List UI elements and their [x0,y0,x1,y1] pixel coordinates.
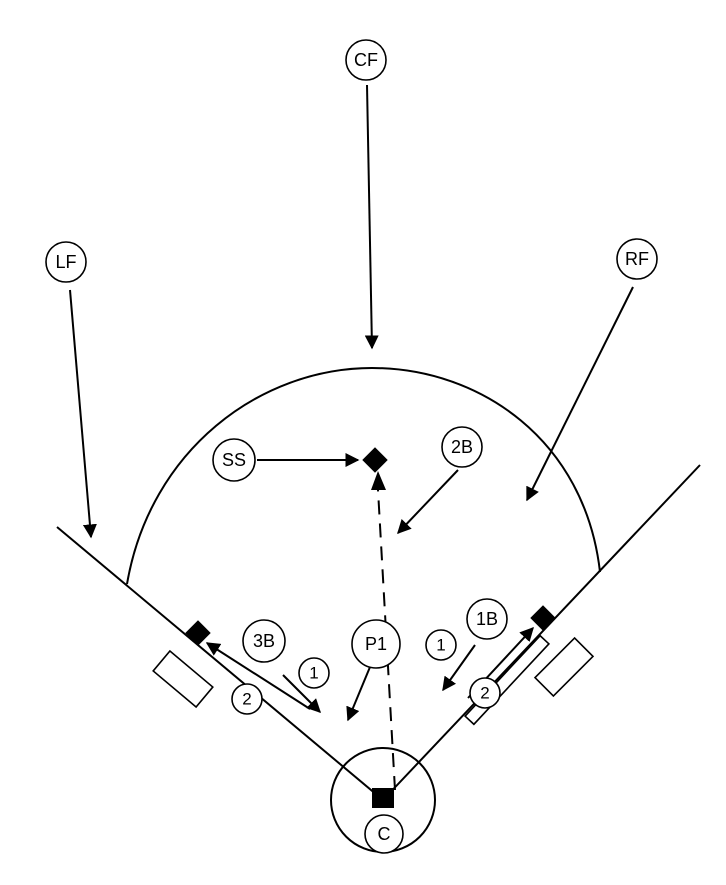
second-baseman-label: 2B [451,437,473,457]
first-base-coach-box [533,636,595,698]
third-baseman-marker: 3B [242,619,286,663]
third-side-step-1: 1 [298,657,330,689]
second-base-arrow [397,469,459,535]
ss-label: SS [222,450,246,470]
first-baseman-marker: 1B [466,598,508,640]
first-side-step-1: 1 [425,629,457,661]
third-side-step-1-label: 1 [309,664,318,683]
rf-arrow [526,286,634,502]
catcher-throw-arrowhead [371,471,386,490]
first-base-foul-line [382,464,701,801]
catcher-marker: C [364,814,404,854]
third-baseman-label: 3B [253,631,275,651]
lf-marker: LF [45,241,87,283]
ss-marker: SS [212,438,256,482]
first-side-step-2: 2 [469,677,501,709]
second-baseman-marker: 2B [441,426,483,468]
third-base-foul-line [56,526,384,801]
rf-marker: RF [616,238,658,280]
pitcher-label: P1 [365,634,387,654]
cf-marker: CF [345,39,387,81]
lf-label: LF [55,252,76,272]
cf-label: CF [354,50,378,70]
cf-arrow [364,84,379,350]
outfield-arc [126,366,601,585]
third-side-step-2: 2 [231,683,263,715]
first-baseman-label: 1B [476,609,498,629]
catcher-label: C [378,824,391,844]
third-base [185,620,211,646]
first-baseman-arrow [442,644,476,692]
home-plate [372,788,394,808]
third-base-coach-box [152,649,214,709]
third-base-throw-arrow [205,642,311,710]
second-base [362,447,388,473]
pitcher-marker: P1 [351,619,401,669]
first-side-step-1-label: 1 [436,636,445,655]
first-side-step-2-label: 2 [480,684,489,703]
third-baseman-arrow [282,674,321,713]
lf-arrow [69,289,97,539]
first-base [530,605,556,631]
rf-label: RF [625,249,649,269]
third-side-step-2-label: 2 [242,690,251,709]
pitcher-arrow [346,666,371,722]
